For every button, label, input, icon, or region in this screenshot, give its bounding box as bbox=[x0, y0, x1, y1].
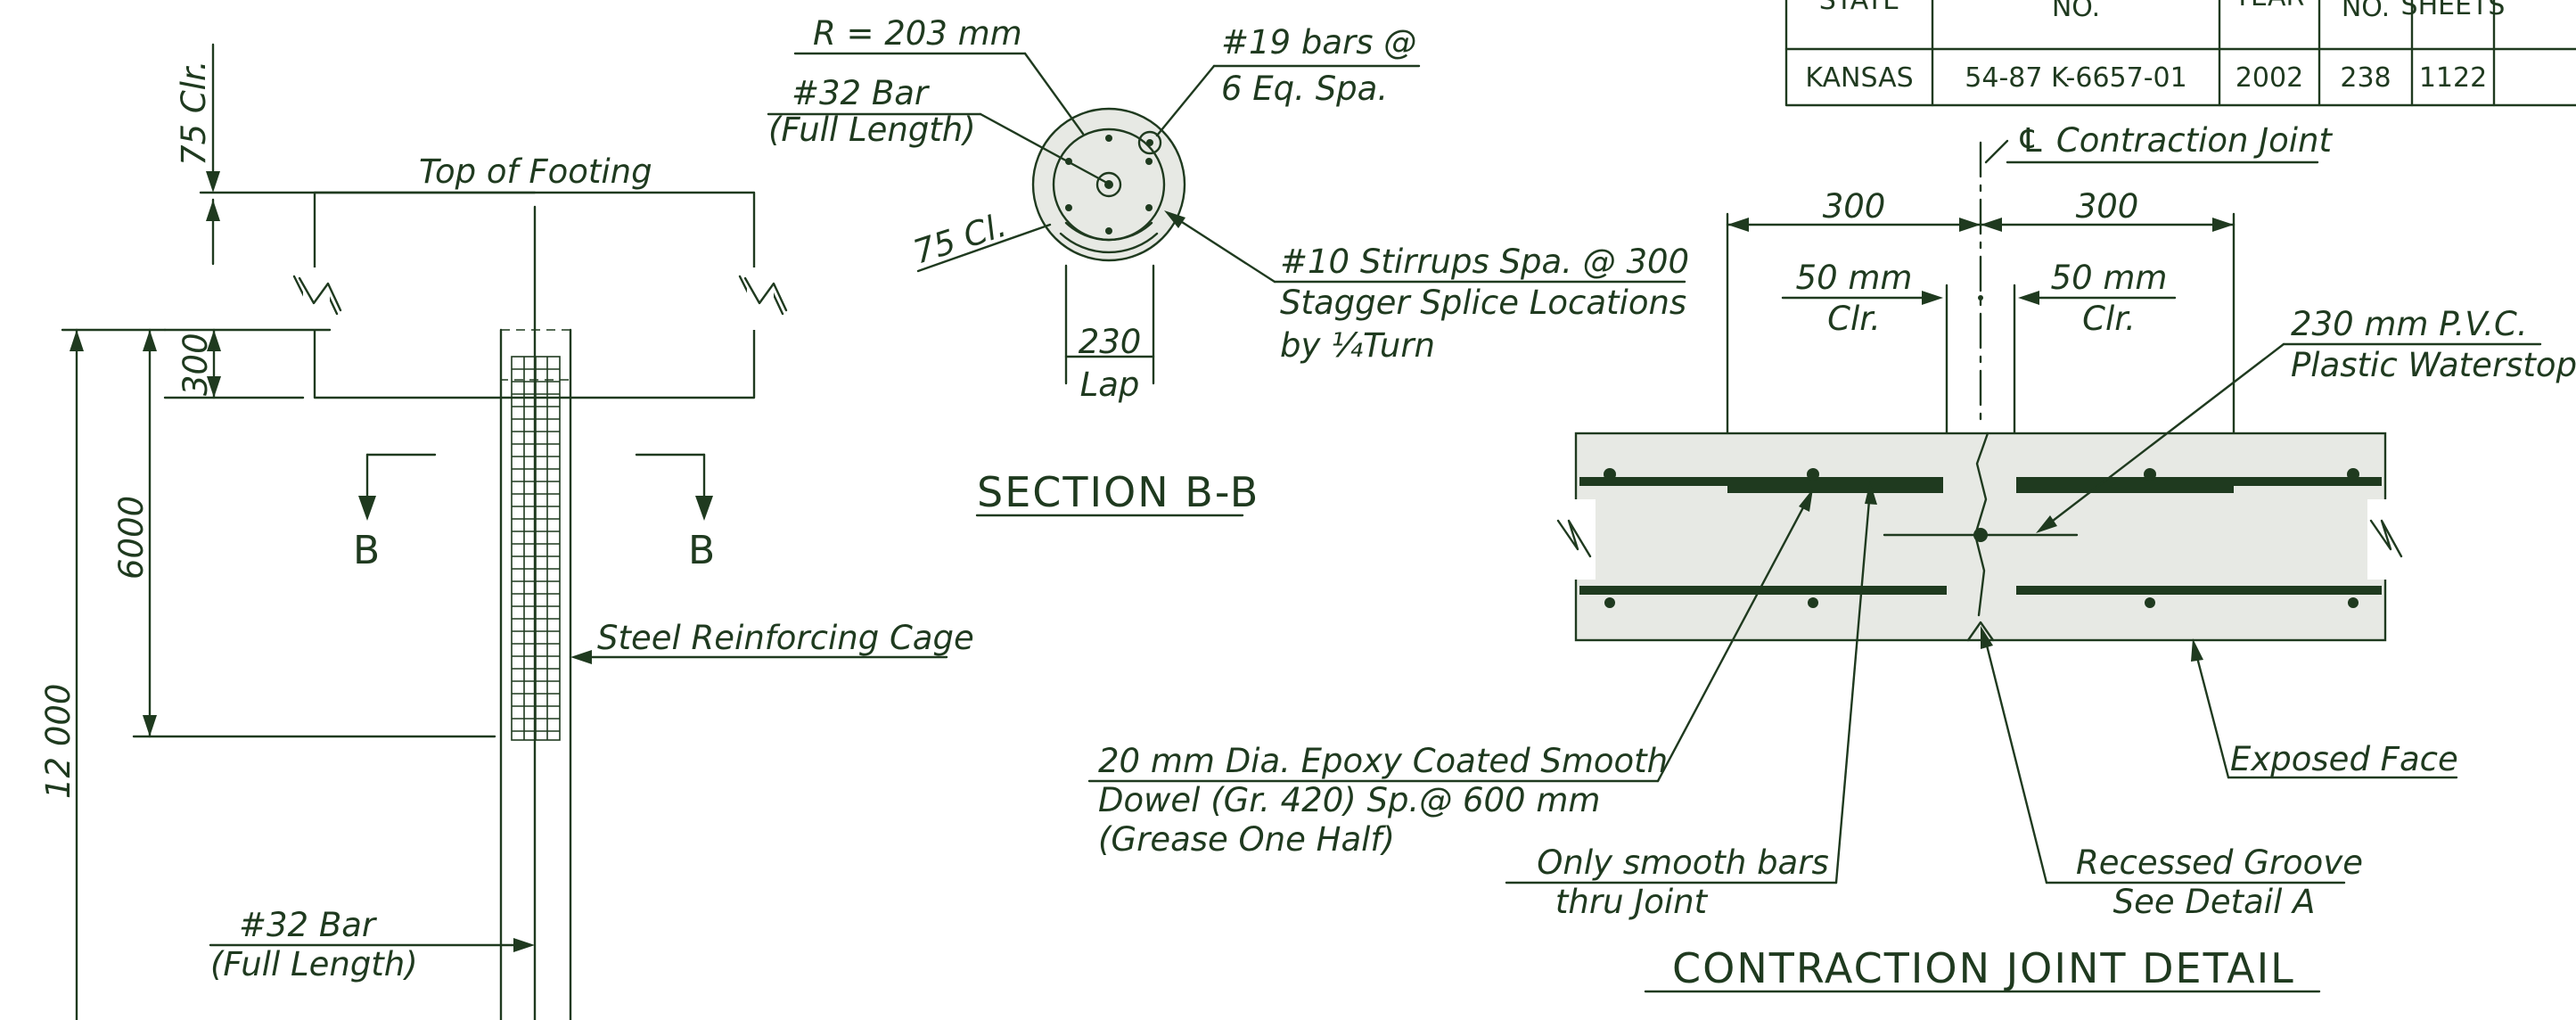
stirrups-label-2: Stagger Splice Locations bbox=[1280, 284, 1686, 322]
lap-label: Lap bbox=[1080, 366, 1140, 404]
dim-12000-label: 12 000 bbox=[39, 684, 78, 799]
section-bb: R = 203 mm #32 Bar (Full Length) 75 Cl. … bbox=[767, 14, 1689, 517]
groove-label-2: See Detail A bbox=[2113, 883, 2316, 921]
tb-header-no: NO. bbox=[2052, 0, 2100, 23]
slab-bar-dot bbox=[2144, 468, 2156, 481]
slab-bar-dot bbox=[1604, 468, 1616, 481]
bb-rebar-dot bbox=[1145, 204, 1153, 211]
top-of-footing-label: Top of Footing bbox=[419, 152, 652, 191]
tb-year: 2002 bbox=[2236, 62, 2303, 94]
bb-bar32-sub-label: (Full Length) bbox=[768, 111, 976, 149]
slab-bar-dot bbox=[2347, 468, 2359, 481]
steel-cage-label: Steel Reinforcing Cage bbox=[597, 619, 974, 657]
tb-project-no: 54-87 K-6657-01 bbox=[1965, 62, 2186, 94]
tb-header-sheet-no: NO. bbox=[2342, 0, 2390, 23]
clr-right-2: Clr. bbox=[2082, 300, 2136, 338]
tb-sheet-no: 238 bbox=[2340, 62, 2391, 94]
bb-bar32-label: #32 Bar bbox=[792, 74, 931, 112]
slab-bar-dot bbox=[1807, 468, 1819, 481]
pier-elevation: 75 Clr. Top of Footing 300 12 000 6000 bbox=[39, 43, 974, 1020]
waterstop-label-2: Plastic Waterstop bbox=[2291, 346, 2576, 384]
radius-label: R = 203 mm bbox=[813, 14, 1022, 53]
smooth-label-2: thru Joint bbox=[1555, 883, 1709, 921]
clear-cover-label: 75 Clr. bbox=[175, 60, 213, 166]
smooth-label-1: Only smooth bars bbox=[1537, 843, 1828, 882]
stirrups-label-3: by ¼Turn bbox=[1280, 326, 1435, 365]
tb-state: KANSAS bbox=[1805, 62, 1913, 94]
cj-dim-left: 300 bbox=[1823, 187, 1886, 226]
section-mark-right: B bbox=[688, 528, 715, 573]
clr-left-1: 50 mm bbox=[1796, 259, 1913, 297]
dim-6000-label: 6000 bbox=[112, 496, 151, 580]
bb-rebar-dot bbox=[1105, 227, 1112, 234]
bb-rebar-dot bbox=[1145, 158, 1153, 165]
slab-bar-dot bbox=[1604, 597, 1615, 608]
bar32-label: #32 Bar bbox=[239, 906, 378, 944]
centerline-label: ℄ Contraction Joint bbox=[2016, 121, 2334, 160]
dowel-label-2: Dowel (Gr. 420) Sp.@ 600 mm bbox=[1098, 781, 1600, 819]
dowel-label-1: 20 mm Dia. Epoxy Coated Smooth bbox=[1098, 742, 1668, 780]
title-block: STATE NO. YEAR NO. SHEETS KANSAS 54-87 K… bbox=[1784, 0, 2576, 107]
groove-label-1: Recessed Groove bbox=[2076, 843, 2363, 882]
dim-300-label: 300 bbox=[176, 333, 215, 396]
waterstop-label-1: 230 mm P.V.C. bbox=[2291, 305, 2528, 343]
section-mark-left: B bbox=[353, 528, 380, 573]
cj-dim-right: 300 bbox=[2076, 187, 2139, 226]
dowel-label-3: (Grease One Half) bbox=[1098, 820, 1395, 859]
clr-left-2: Clr. bbox=[1827, 300, 1881, 338]
bb-rebar-dot bbox=[1064, 204, 1072, 211]
stirrups-label-1: #10 Stirrups Spa. @ 300 bbox=[1280, 243, 1689, 281]
reinforcing-cage bbox=[511, 356, 561, 741]
bars19-sub-label: 6 Eq. Spa. bbox=[1221, 70, 1388, 108]
contraction-joint-detail: ℄ Contraction Joint 300 300 50 mm Clr. 5… bbox=[1087, 121, 2576, 993]
tb-header-total-sheets: SHEETS bbox=[2401, 0, 2506, 21]
bb-rebar-dot bbox=[1105, 135, 1112, 142]
slab-bar-dot bbox=[1808, 597, 1818, 608]
exposed-face-label: Exposed Face bbox=[2230, 740, 2458, 778]
lap-value: 230 bbox=[1079, 323, 1142, 361]
tb-total-sheets: 1122 bbox=[2419, 62, 2487, 94]
bar32-sub-label: (Full Length) bbox=[210, 945, 418, 983]
bb-clear-label: 75 Cl. bbox=[908, 206, 1011, 272]
slab-bar-dot bbox=[2348, 597, 2359, 608]
tb-header-year: YEAR bbox=[2234, 0, 2305, 12]
bars19-label: #19 bars @ bbox=[1221, 23, 1416, 62]
contraction-joint-title: CONTRACTION JOINT DETAIL bbox=[1672, 944, 2295, 992]
tb-header-state: STATE bbox=[1819, 0, 1900, 16]
slab-bar-dot bbox=[2145, 597, 2155, 608]
section-bb-title: SECTION B-B bbox=[977, 468, 1259, 516]
clr-right-1: 50 mm bbox=[2051, 259, 2168, 297]
